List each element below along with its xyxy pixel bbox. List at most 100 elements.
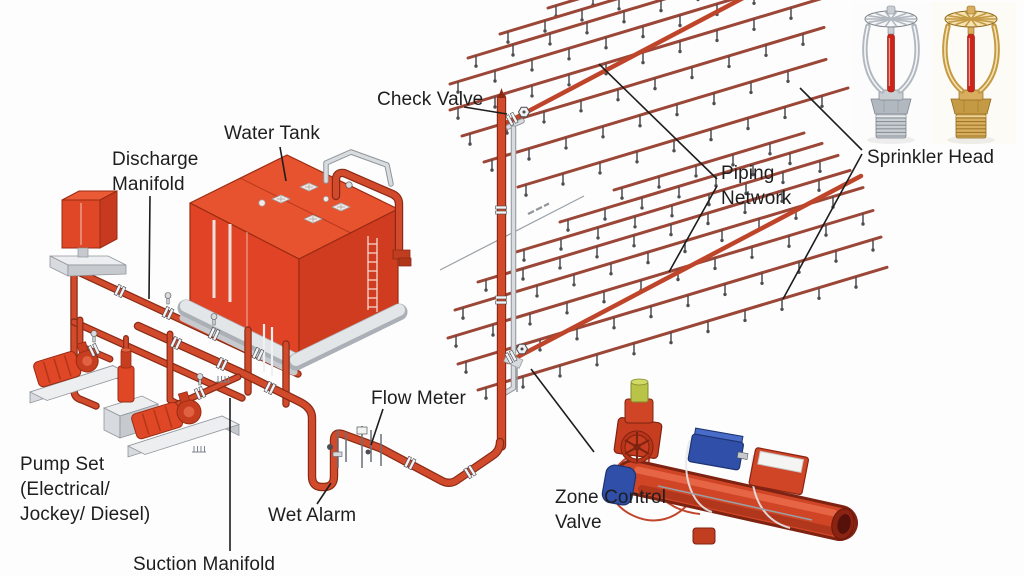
sprinkler-point bbox=[632, 352, 636, 356]
sprinkler-point bbox=[548, 42, 552, 46]
leader-piping-network-lower bbox=[668, 185, 718, 273]
sprinkler-point bbox=[558, 374, 562, 378]
sprinkler-point bbox=[834, 259, 838, 263]
sprinkler-point bbox=[530, 94, 534, 98]
sprinkler-point bbox=[456, 116, 460, 120]
sprinkler-point bbox=[620, 196, 624, 200]
valve-handle bbox=[90, 330, 98, 343]
sprinkler-point bbox=[566, 228, 570, 232]
branch-pipe bbox=[482, 57, 828, 164]
branch-pipe bbox=[448, 0, 822, 112]
sprinkler-point bbox=[603, 217, 607, 221]
sprinkler-point bbox=[506, 40, 510, 44]
tank-skid-base bbox=[177, 299, 408, 376]
label-discharge-manifold: Discharge Manifold bbox=[112, 149, 199, 195]
sprinkler-point bbox=[817, 296, 821, 300]
sprinkler-point bbox=[713, 266, 717, 271]
sprinkler-point bbox=[641, 34, 645, 39]
label-suction-manifold: Suction Manifold bbox=[133, 554, 276, 575]
sprinkler-point bbox=[750, 255, 754, 259]
upper-cross-main-pipe bbox=[501, 0, 745, 127]
sprinkler-point bbox=[707, 202, 711, 207]
sprinkler-point bbox=[686, 303, 690, 308]
sprinkler-point bbox=[743, 210, 747, 215]
sprinkler-point bbox=[670, 214, 674, 218]
sprinkler-point bbox=[783, 115, 787, 120]
sprinkler-point bbox=[749, 90, 753, 95]
leader-sprinkler-head-lower bbox=[782, 153, 863, 300]
label-check-valve: Check Valve bbox=[377, 89, 484, 110]
alarm-box bbox=[748, 447, 810, 496]
branch-pipe bbox=[558, 141, 824, 224]
sprinkler-point bbox=[712, 101, 716, 106]
sprinkler-point bbox=[786, 79, 790, 84]
label-sprinkler-head: Sprinkler Head bbox=[867, 147, 995, 168]
fire-pump-controller bbox=[49, 190, 127, 277]
sprinkler-point bbox=[493, 105, 497, 109]
tank-ladder bbox=[367, 236, 378, 312]
zone-control-valve-unit bbox=[601, 378, 858, 545]
sprinkler-point bbox=[780, 199, 784, 203]
sprinkler-point bbox=[561, 182, 565, 186]
sprinkler-point bbox=[676, 277, 680, 282]
valve-main-pipe bbox=[618, 462, 855, 538]
sprinkler-point bbox=[854, 285, 858, 289]
sprinkler-point bbox=[604, 46, 608, 50]
leader-discharge-manifold bbox=[148, 195, 151, 300]
sprinkler-point bbox=[530, 68, 534, 72]
sprinkler-point bbox=[491, 333, 495, 337]
sprinkler-point bbox=[527, 157, 531, 161]
sprinkler-point bbox=[484, 288, 488, 292]
controller-base bbox=[49, 255, 127, 277]
sprinkler-point bbox=[572, 283, 576, 287]
pump-motor bbox=[33, 341, 99, 388]
sprinkler-point bbox=[743, 318, 747, 323]
sprinkler-point bbox=[542, 120, 546, 124]
sprinkler-point bbox=[751, 172, 755, 177]
controller-pedestal bbox=[77, 247, 89, 258]
sprinkler-head-photos bbox=[862, 5, 1000, 144]
sprinkler-point bbox=[715, 38, 719, 43]
sprinkler-point bbox=[727, 64, 731, 69]
sprinkler-point bbox=[564, 146, 568, 150]
sprinkler-point bbox=[706, 221, 710, 226]
branch-pipe bbox=[466, 0, 667, 60]
sprinkler-point bbox=[633, 225, 637, 229]
sprinkler-point bbox=[454, 344, 458, 348]
label-zone-control-valve: Zone Control Valve bbox=[555, 487, 667, 533]
sprinkler-point bbox=[768, 152, 772, 156]
branch-pipe bbox=[546, 0, 580, 10]
sprinkler-point bbox=[871, 248, 875, 252]
pump-base-top bbox=[126, 415, 241, 455]
riser-and-drain bbox=[496, 88, 525, 451]
controller-side bbox=[99, 190, 118, 249]
sprinkler-point bbox=[780, 307, 784, 311]
sprinkler-point bbox=[528, 322, 532, 326]
sprinkler-point bbox=[675, 112, 679, 117]
sprinkler-point bbox=[601, 135, 605, 139]
sprinkler-point bbox=[669, 340, 673, 345]
sprinkler-point bbox=[616, 98, 620, 102]
leader-flow-meter bbox=[370, 408, 384, 446]
sprinkler-point bbox=[789, 16, 793, 20]
drain-pipe bbox=[503, 126, 516, 395]
sprinkler-point bbox=[579, 109, 583, 113]
riser-zone-valve-assembly bbox=[503, 343, 528, 392]
tank-roof-hatches bbox=[258, 182, 351, 224]
branch-pipe bbox=[448, 0, 736, 86]
sprinkler-point bbox=[511, 53, 515, 57]
sprinkler-point bbox=[521, 277, 525, 281]
sprinkler-point bbox=[595, 363, 599, 367]
sprinkler-point bbox=[696, 0, 700, 2]
sprinkler-point bbox=[794, 216, 798, 220]
sprinkler-point bbox=[558, 266, 562, 270]
sprinkler-point bbox=[632, 244, 636, 248]
sprinkler-point bbox=[641, 60, 645, 65]
sprinkler-point bbox=[731, 163, 735, 167]
leader-piping-network-upper bbox=[598, 63, 718, 180]
sprinkler-point bbox=[861, 222, 865, 226]
sprinkler-point bbox=[521, 385, 525, 389]
sprinkler-point bbox=[657, 185, 661, 189]
sprinkler-point bbox=[683, 249, 687, 254]
sprinkler-point bbox=[559, 247, 563, 251]
